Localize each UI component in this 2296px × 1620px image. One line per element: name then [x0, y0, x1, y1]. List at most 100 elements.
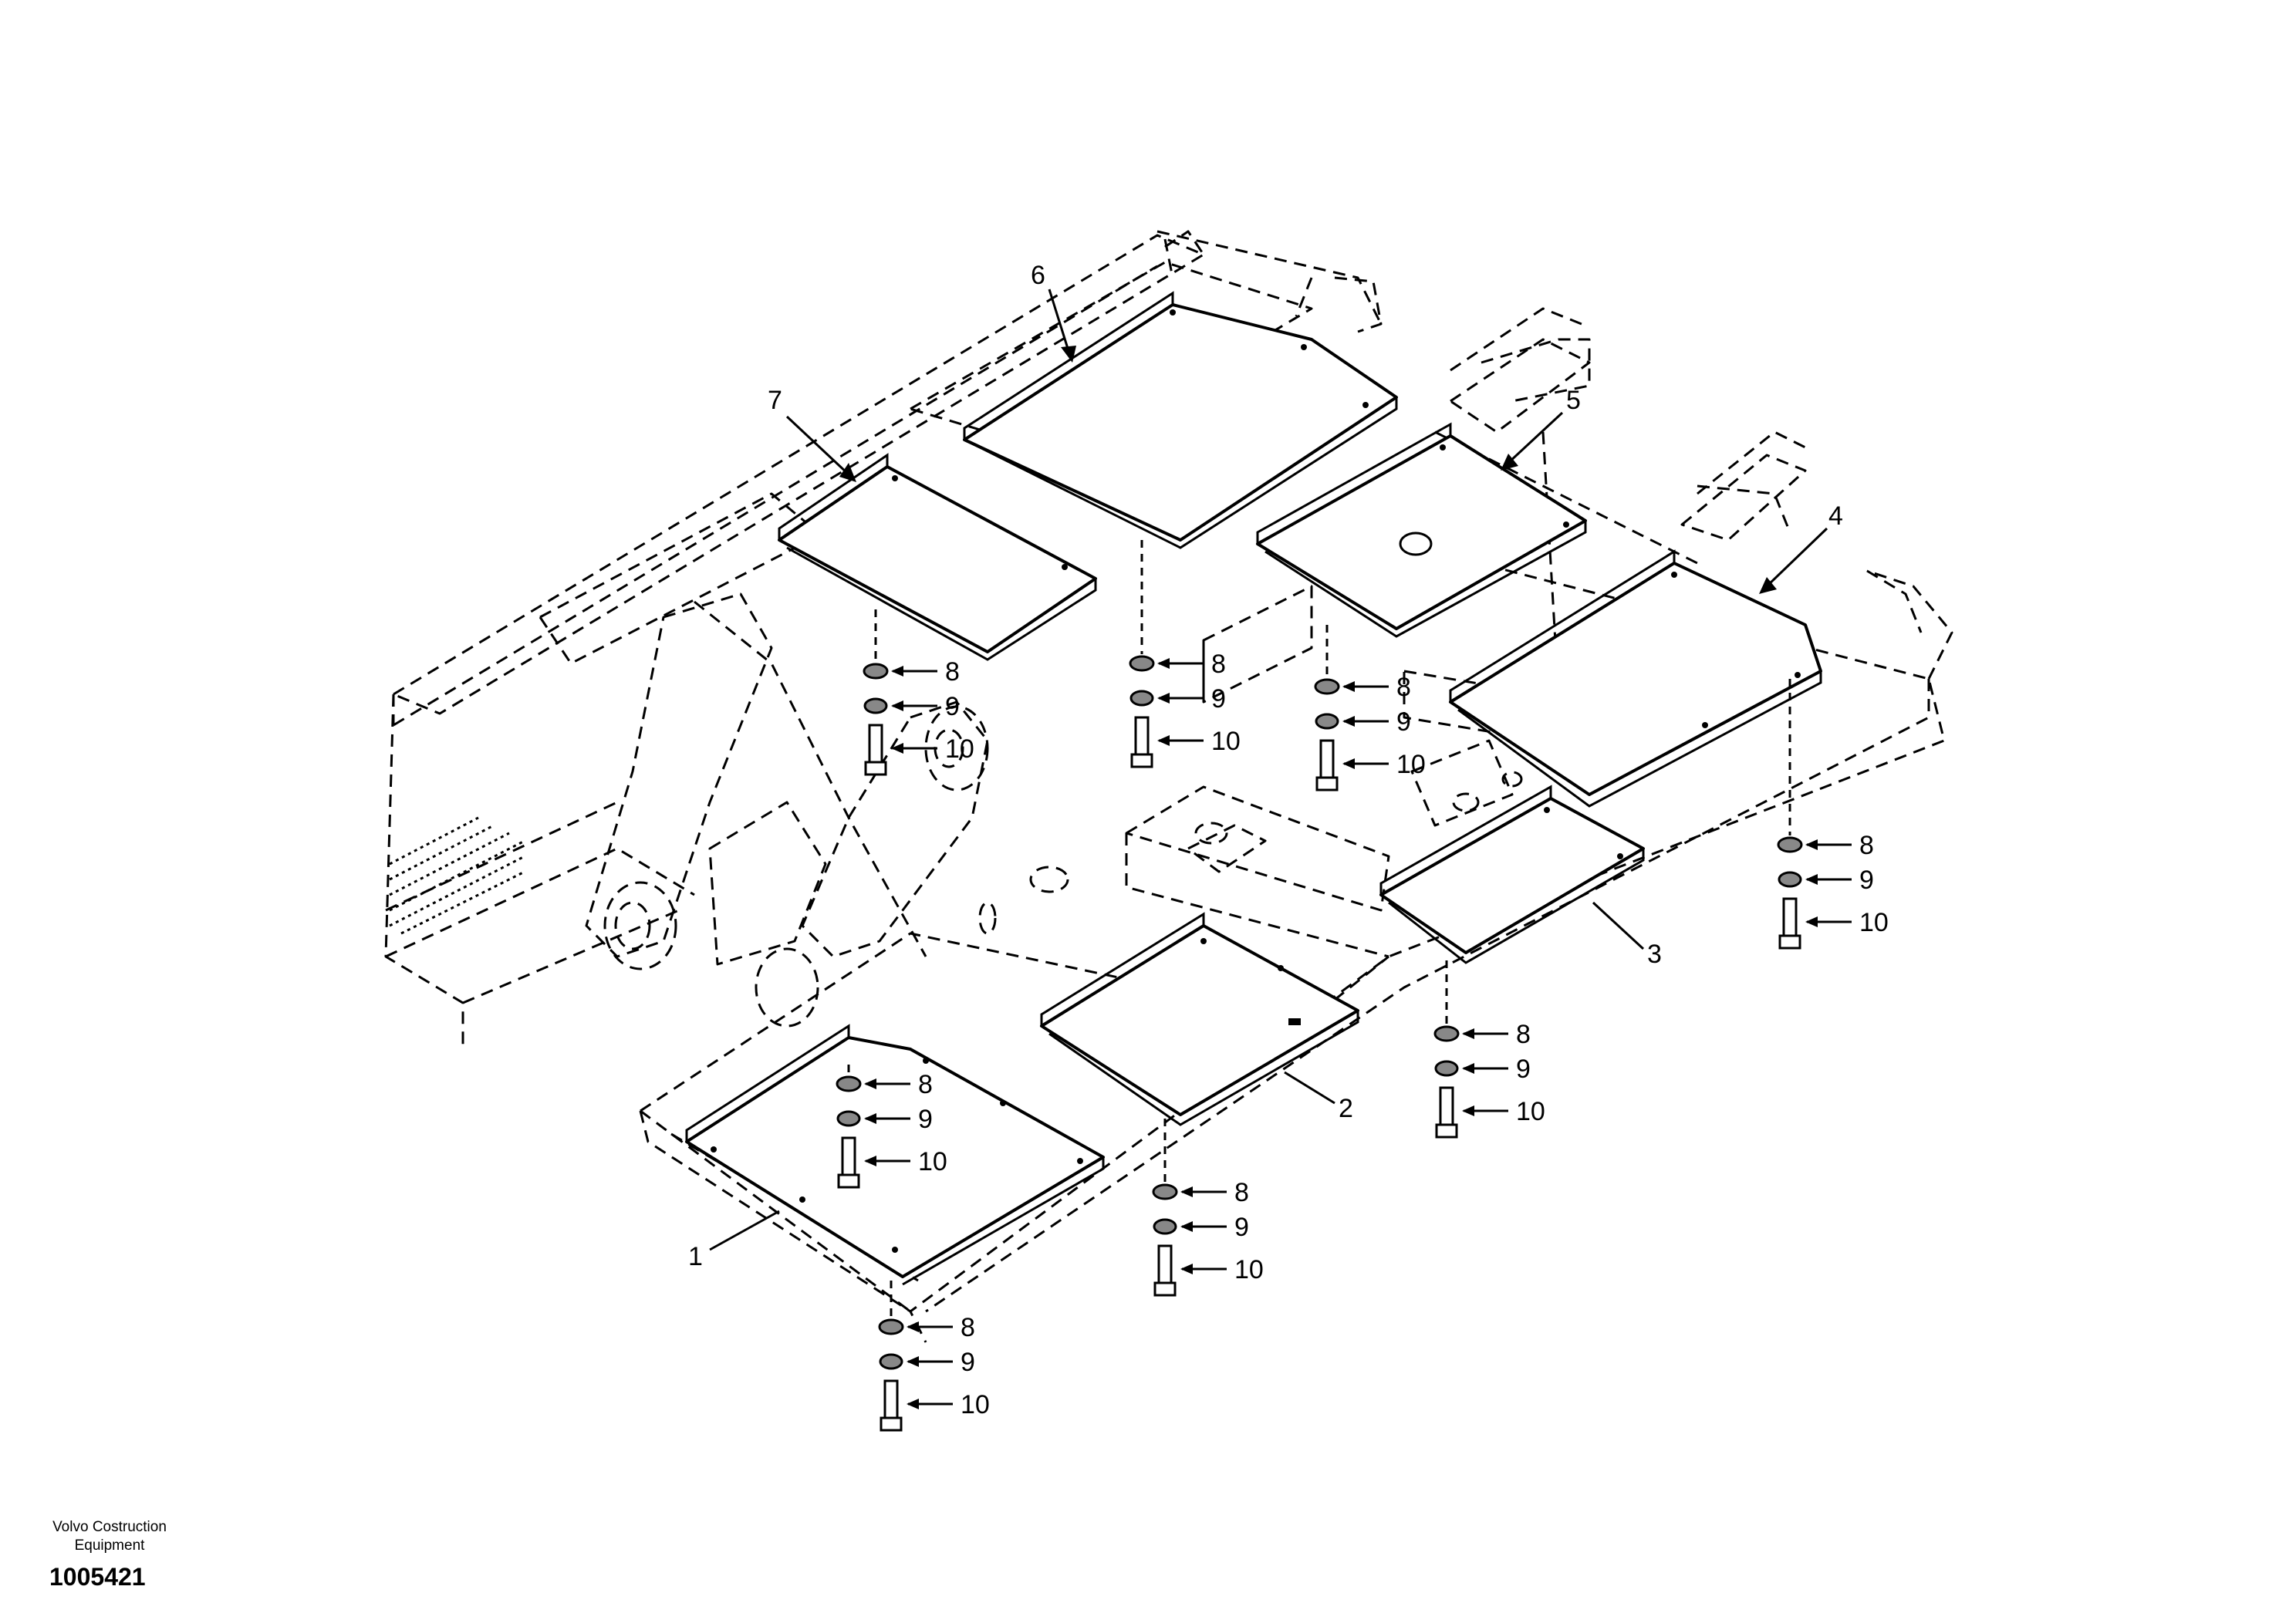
bolt-head: [864, 761, 887, 776]
plate-5: [1256, 422, 1587, 638]
bolt-head: [880, 1416, 903, 1432]
callout-label-10: 10: [1234, 1255, 1264, 1284]
washer-part: [1129, 655, 1155, 672]
callout-plate-5: 5: [1501, 386, 1581, 471]
fastener-stack: 8 9 10: [1152, 1119, 1264, 1297]
callout-arrowhead: [907, 1399, 919, 1409]
machine-frame-outline: [384, 230, 1953, 1343]
bolt-head: [1153, 1281, 1177, 1297]
callout-arrowhead: [1462, 1105, 1474, 1116]
bolt-shank: [841, 1136, 856, 1178]
callout-arrowhead: [1805, 839, 1818, 850]
callout-arrowhead: [891, 700, 903, 711]
washer-part: [878, 1318, 904, 1335]
callout-plate-7: 7: [768, 386, 856, 482]
brand-label: Volvo Costruction Equipment: [40, 1518, 179, 1555]
callout-label-9: 9: [1396, 707, 1411, 737]
callout-label-7: 7: [768, 386, 782, 415]
callout-label-2: 2: [1339, 1094, 1353, 1123]
callout-plate-1: 1: [688, 1210, 780, 1271]
callout-arrowhead: [864, 1113, 876, 1124]
callout-arrowhead: [1342, 681, 1355, 692]
callout-label-3: 3: [1647, 940, 1662, 969]
callout-label-9: 9: [1211, 684, 1226, 714]
spring-washer-part: [863, 697, 888, 714]
callout-label-9: 9: [1516, 1055, 1531, 1084]
callout-arrowhead: [1805, 916, 1818, 927]
callout-arrowhead: [907, 1321, 919, 1332]
bolt-head: [1315, 776, 1339, 791]
callout-label-10: 10: [1396, 750, 1426, 779]
bolt-shank: [1319, 739, 1335, 781]
spring-washer-part: [1129, 690, 1154, 707]
callout-label-8: 8: [918, 1070, 933, 1099]
callout-label-8: 8: [1234, 1178, 1249, 1207]
callout-arrowhead: [1342, 758, 1355, 769]
bolt-head: [1778, 934, 1801, 950]
spring-washer-part: [1778, 871, 1802, 888]
bolt-shank: [1439, 1086, 1454, 1128]
fastener-stack: 8 9 10: [878, 1281, 990, 1432]
bolt-shank: [1134, 716, 1150, 758]
callout-arrowhead: [891, 666, 903, 677]
plate-6: [963, 291, 1398, 549]
callout-label-10: 10: [1211, 727, 1241, 756]
callout-arrowhead: [1157, 735, 1170, 746]
callout-label-4: 4: [1828, 501, 1843, 531]
callout-label-9: 9: [1234, 1213, 1249, 1242]
washer-part: [836, 1075, 862, 1092]
callout-label-9: 9: [961, 1348, 975, 1377]
callout-arrowhead: [1462, 1063, 1474, 1074]
spring-washer-part: [879, 1353, 903, 1370]
bolt-shank: [883, 1379, 899, 1421]
callout-label-10: 10: [961, 1390, 990, 1419]
callout-plate-3: 3: [1592, 901, 1662, 969]
washer-part: [1777, 836, 1803, 853]
callout-label-10: 10: [945, 734, 974, 764]
callout-arrowhead: [1462, 1028, 1474, 1039]
spring-washer-part: [1153, 1218, 1177, 1235]
spring-washer-part: [1434, 1060, 1459, 1077]
fastener-stack: 8 9 10: [1314, 625, 1426, 791]
bolt-head: [1130, 753, 1153, 768]
bolt-head: [1435, 1123, 1458, 1139]
callout-arrowhead: [907, 1356, 919, 1367]
callout-label-10: 10: [918, 1147, 947, 1176]
callout-label-9: 9: [1859, 866, 1874, 895]
callout-arrowhead: [1180, 1264, 1193, 1274]
callout-label-5: 5: [1566, 386, 1581, 415]
callout-plate-4: 4: [1759, 501, 1843, 594]
callout-label-8: 8: [1859, 831, 1874, 860]
bolt-shank: [1157, 1244, 1173, 1286]
washer-part: [1314, 678, 1340, 695]
plate-3: [1379, 785, 1645, 964]
washer-part: [1433, 1025, 1460, 1042]
callout-label-8: 8: [961, 1313, 975, 1342]
callout-arrowhead: [1157, 693, 1170, 704]
callout-arrowhead: [1805, 874, 1818, 885]
callout-label-10: 10: [1516, 1097, 1545, 1126]
figure-number: 1005421: [49, 1563, 146, 1591]
brand-line-1: Volvo Costruction: [52, 1519, 167, 1535]
callout-arrowhead: [1157, 658, 1170, 669]
callout-label-6: 6: [1031, 261, 1045, 290]
bolt-head: [837, 1173, 860, 1189]
bolt-shank: [868, 724, 883, 765]
callout-arrowhead: [1342, 716, 1355, 727]
callout-arrowhead: [864, 1078, 876, 1089]
plate-1: [685, 1024, 1105, 1286]
callout-label-1: 1: [688, 1242, 703, 1271]
spring-washer-part: [836, 1110, 861, 1127]
brand-line-2: Equipment: [74, 1537, 145, 1554]
callout-arrowhead: [864, 1156, 876, 1166]
callout-label-8: 8: [1396, 673, 1411, 702]
radiator-grille: [389, 816, 525, 935]
spring-washer-part: [1315, 713, 1339, 730]
washer-part: [863, 663, 889, 680]
plate-7: [778, 453, 1097, 661]
callout-arrowhead: [1180, 1186, 1193, 1197]
